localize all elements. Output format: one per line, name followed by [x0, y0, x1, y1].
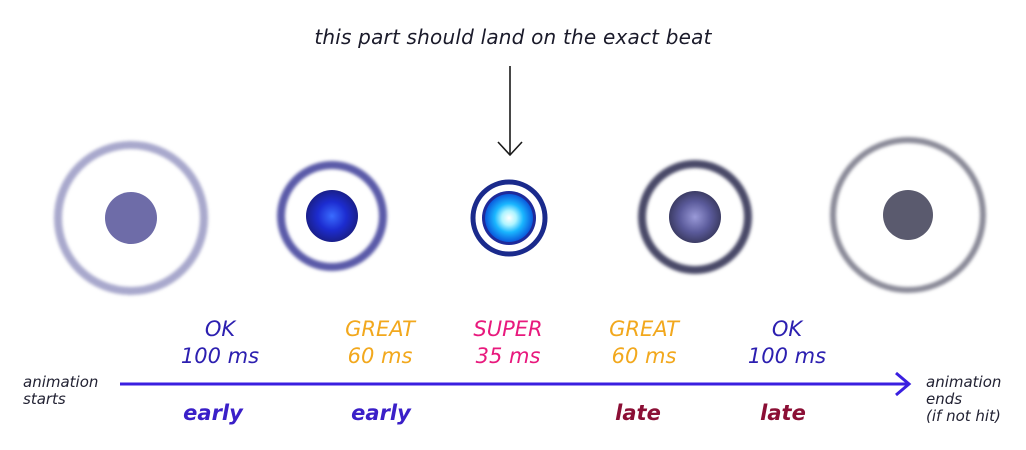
- window-1-timing: early: [183, 401, 243, 425]
- end-label-line-2: ends: [926, 390, 963, 408]
- ok-early-circle: [54, 141, 208, 295]
- window-3-ms: 35 ms: [475, 344, 541, 368]
- window-1-rating: OK: [204, 317, 236, 341]
- end-label-line-3: (if not hit): [926, 407, 1001, 425]
- window-5-ms: 100 ms: [747, 344, 827, 368]
- start-label: animation starts: [23, 374, 98, 408]
- beat-pointer-arrow: [497, 66, 523, 157]
- timeline-arrow: [120, 371, 912, 397]
- super-circle: [470, 179, 548, 257]
- window-4-ms: 60 ms: [611, 344, 677, 368]
- beat-caption: this part should land on the exact beat: [314, 25, 712, 49]
- window-5-timing: late: [760, 401, 806, 425]
- window-2-timing: early: [351, 401, 411, 425]
- start-label-line-1: animation: [23, 373, 99, 391]
- great-early-circle: [277, 161, 387, 271]
- window-4-timing: late: [615, 401, 661, 425]
- ok-late-circle: [830, 137, 986, 293]
- end-label: animation ends (if not hit): [926, 374, 1001, 425]
- window-3-rating: SUPER: [473, 317, 543, 341]
- window-2-ms: 60 ms: [347, 344, 413, 368]
- end-label-line-1: animation: [926, 373, 1002, 391]
- window-5-rating: OK: [771, 317, 803, 341]
- great-late-circle: [638, 160, 752, 274]
- window-2-rating: GREAT: [345, 317, 415, 341]
- start-label-line-2: starts: [23, 390, 66, 408]
- window-4-rating: GREAT: [609, 317, 679, 341]
- window-1-ms: 100 ms: [180, 344, 260, 368]
